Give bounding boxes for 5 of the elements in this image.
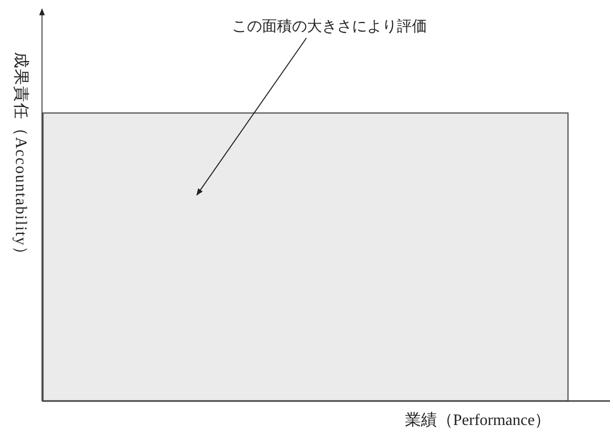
- shaded-area: [42, 112, 569, 402]
- axis-label: 業績（Performance）: [405, 410, 551, 431]
- axis-label: 成果責任（Accountability）: [11, 52, 29, 264]
- callout-text: この面積の大きさにより評価: [232, 16, 427, 38]
- leader-arrow: [196, 38, 307, 196]
